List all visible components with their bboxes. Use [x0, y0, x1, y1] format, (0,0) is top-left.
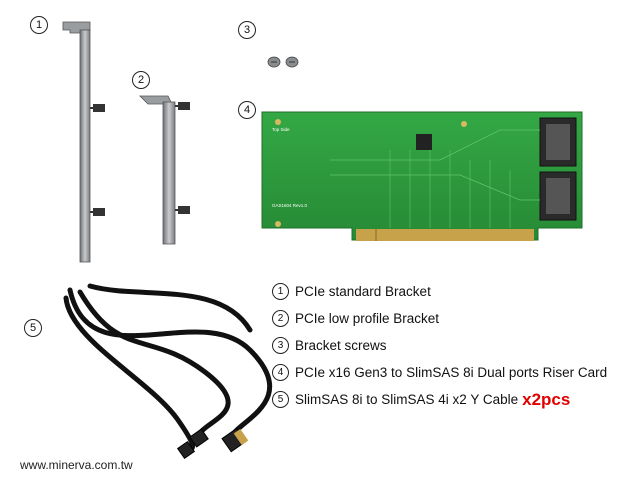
legend-item-1: 1 PCIe standard Bracket — [272, 278, 632, 305]
legend-number: 5 — [272, 391, 289, 408]
bracket-screws — [267, 56, 299, 68]
legend-text: SlimSAS 8i to SlimSAS 4i x2 Y Cable — [295, 392, 519, 407]
legend-text: Bracket screws — [295, 338, 387, 353]
legend-text: PCIe standard Bracket — [295, 284, 431, 299]
website-url: www.minerva.com.tw — [20, 458, 133, 472]
callout-1: 1 — [30, 16, 48, 34]
quantity-badge: x2pcs — [522, 389, 571, 409]
riser-card: Top Side GAS1604 Rev1.0 — [261, 111, 583, 241]
y-cables — [63, 283, 273, 451]
card-model-label: GAS1604 Rev1.0 — [272, 203, 308, 208]
legend-text: PCIe x16 Gen3 to SlimSAS 8i Dual ports R… — [295, 365, 608, 380]
legend-number: 2 — [272, 310, 289, 327]
legend-item-3: 3 Bracket screws — [272, 332, 632, 359]
gold-fingers — [356, 229, 534, 241]
cable-connectors — [176, 427, 249, 460]
low-profile-bracket — [139, 95, 190, 245]
callout-3: 3 — [238, 21, 256, 39]
callout-4: 4 — [238, 101, 256, 119]
legend-number: 3 — [272, 337, 289, 354]
legend-item-4: 4 PCIe x16 Gen3 to SlimSAS 8i Dual ports… — [272, 359, 632, 386]
legend-number: 1 — [272, 283, 289, 300]
legend-number: 4 — [272, 364, 289, 381]
legend-text: PCIe low profile Bracket — [295, 311, 440, 326]
standard-bracket — [62, 21, 105, 263]
callout-5: 5 — [24, 319, 42, 337]
legend-item-2: 2 PCIe low profile Bracket — [272, 305, 632, 332]
parts-legend: 1 PCIe standard Bracket 2 PCIe low profi… — [272, 278, 632, 413]
legend-item-5: 5 SlimSAS 8i to SlimSAS 4i x2 Y Cable x2… — [272, 386, 632, 413]
callout-2: 2 — [132, 71, 150, 89]
card-top-side-label: Top Side — [272, 127, 290, 132]
